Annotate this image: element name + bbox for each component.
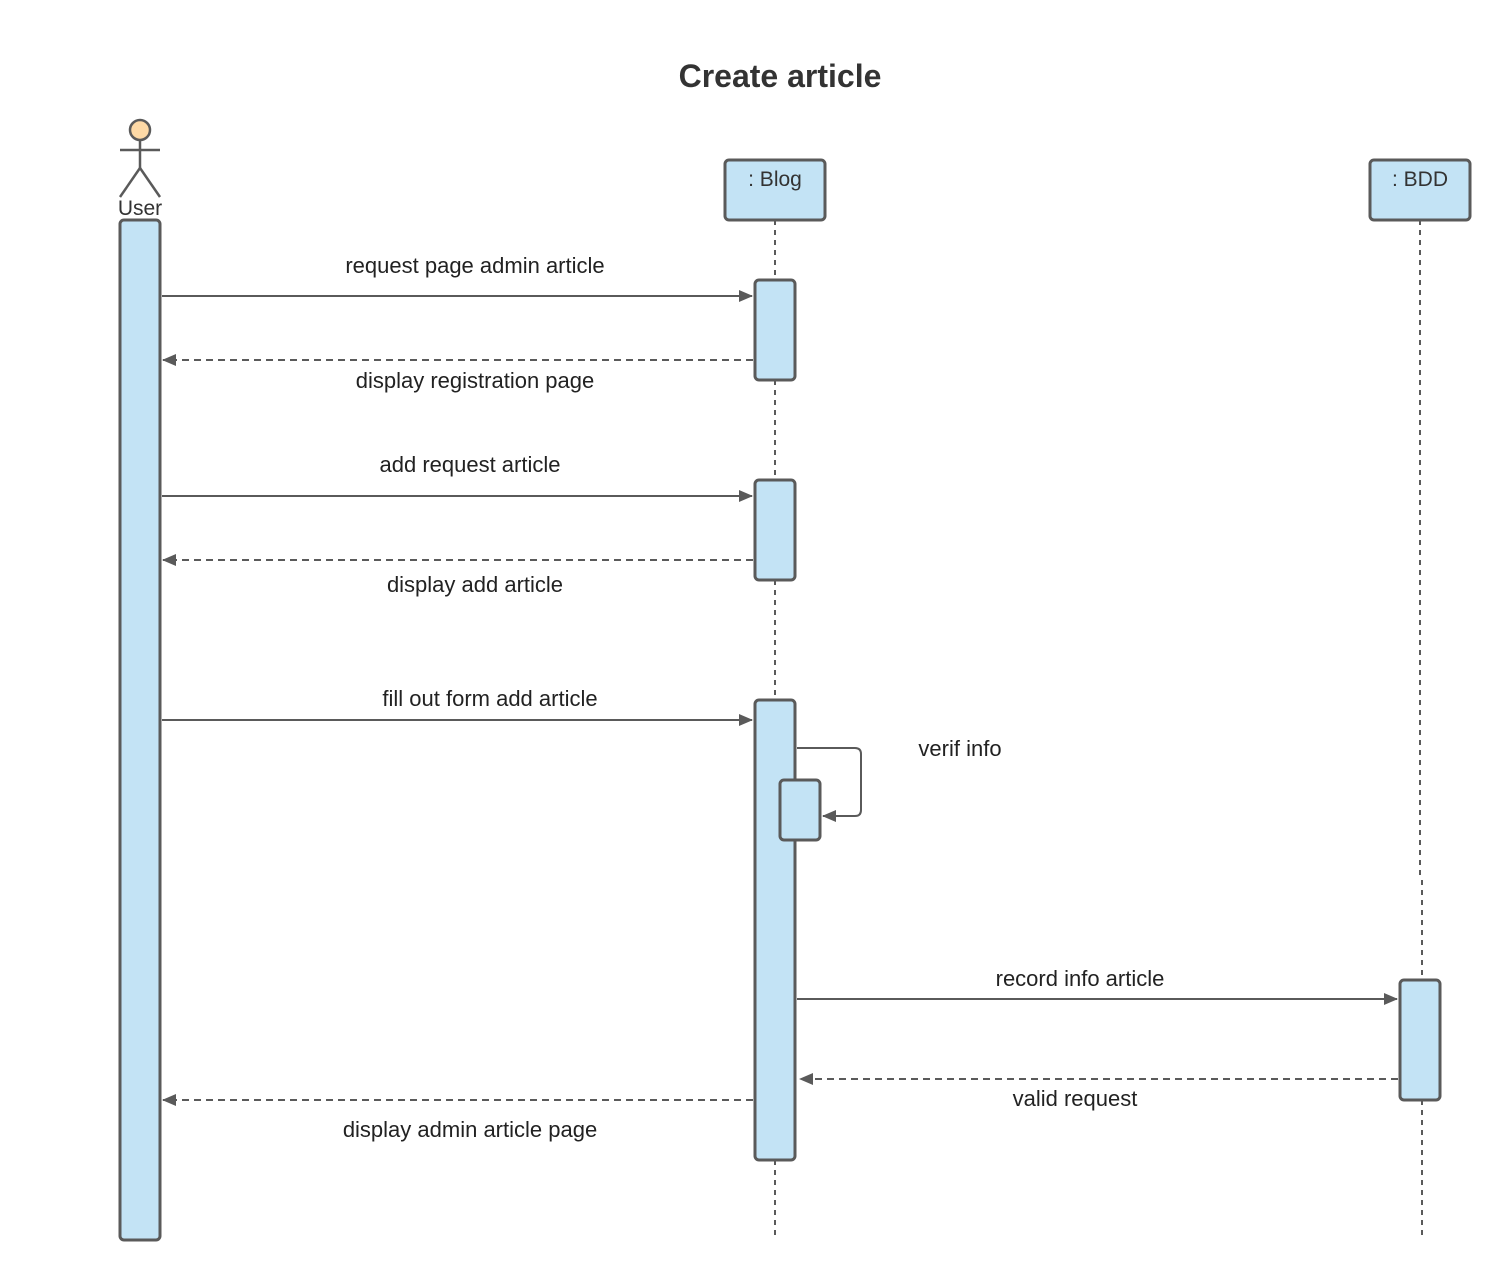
message-label: valid request xyxy=(1013,1086,1138,1111)
bdd-participant-label: : BDD xyxy=(1392,168,1448,191)
message-label: display add article xyxy=(387,572,563,597)
message-label: record info article xyxy=(996,966,1165,991)
blog-participant-label: : Blog xyxy=(748,168,802,191)
user-actor-label: User xyxy=(118,197,162,220)
message-label: fill out form add article xyxy=(382,686,597,711)
bdd-activation xyxy=(1398,978,1442,1102)
message-label: verif info xyxy=(918,736,1001,761)
message-label: display registration page xyxy=(356,368,594,393)
user-actor-icon xyxy=(118,118,162,198)
blog-activation-3 xyxy=(753,698,797,1162)
self-message-arrow xyxy=(797,747,862,822)
user-activation-bar xyxy=(118,218,162,1242)
diagram-title: Create article xyxy=(679,58,882,94)
message-label: request page admin article xyxy=(345,253,604,278)
blog-self-activation xyxy=(778,778,822,842)
message-label: add request article xyxy=(380,452,561,477)
bdd-participant-box xyxy=(1368,158,1472,222)
blog-participant-box xyxy=(723,158,827,222)
blog-activation-2 xyxy=(753,478,797,582)
message-label: display admin article page xyxy=(343,1117,597,1142)
blog-activation-1 xyxy=(753,278,797,382)
